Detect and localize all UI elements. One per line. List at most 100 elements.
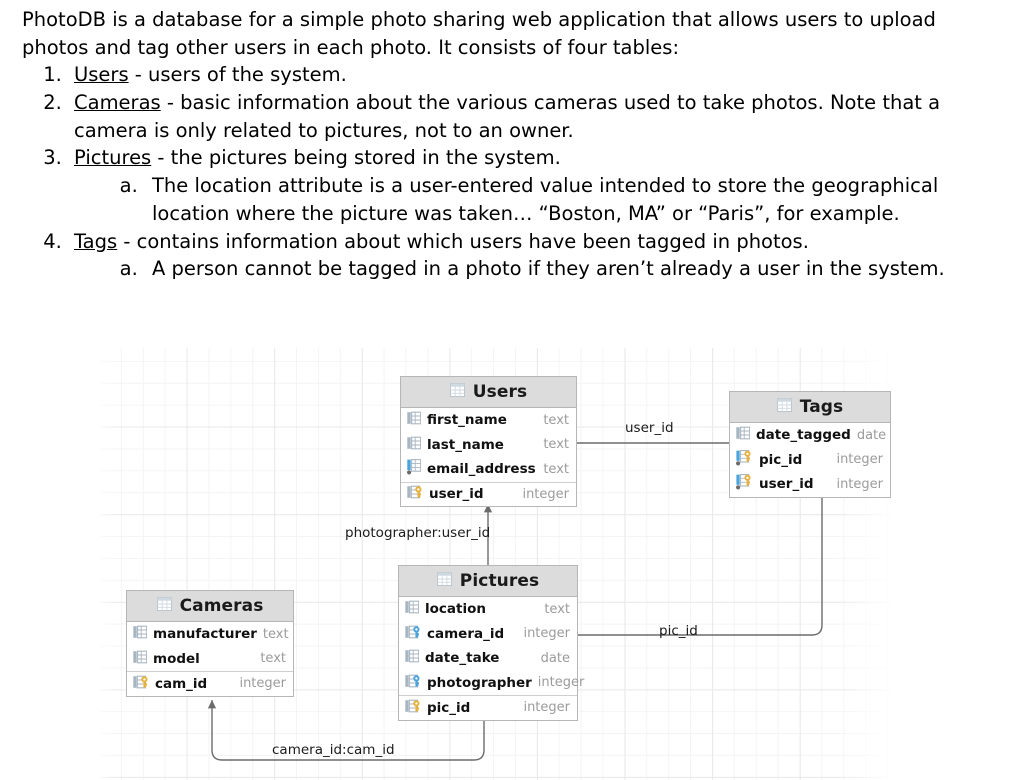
column-icon	[405, 649, 420, 667]
column-type: text	[262, 626, 289, 642]
column-type: integer	[836, 452, 883, 468]
column-name: first_name	[427, 412, 507, 429]
table-icon	[449, 383, 465, 401]
primary-key-icon	[407, 485, 423, 503]
table-list: Users - users of the system. Cameras - b…	[22, 61, 1000, 283]
subitem-location-note: The location attribute is a user-entered…	[144, 172, 1000, 227]
edge-label-pictures-users: photographer:user_id	[345, 525, 491, 541]
column-type: date	[856, 427, 887, 443]
list-item-tags: Tags - contains information about which …	[68, 228, 1000, 283]
column-icon	[133, 650, 148, 668]
column-icon	[133, 625, 148, 643]
er-diagram: user_id photographer:user_id pic_id came…	[78, 348, 916, 780]
sublist-tags: A person cannot be tagged in a photo if …	[74, 255, 1000, 283]
column-icon	[405, 600, 420, 618]
column-row-first_name[interactable]: first_name text	[401, 408, 576, 433]
column-indexed-icon	[407, 459, 422, 479]
column-row-date_take[interactable]: date_take date	[399, 646, 577, 671]
column-type: text	[543, 437, 569, 453]
column-type: date	[540, 650, 570, 666]
list-item-pictures: Pictures - the pictures being stored in …	[68, 144, 1000, 227]
desc-cameras: - basic information about the various ca…	[74, 91, 941, 142]
column-type: integer	[523, 626, 570, 642]
foreign-key-blue-icon	[405, 625, 421, 643]
column-name: date_take	[425, 650, 500, 667]
foreign-key-icon	[736, 449, 753, 470]
column-name: photographer	[427, 674, 532, 691]
column-name: pic_id	[759, 451, 803, 468]
intro-paragraph: PhotoDB is a database for a simple photo…	[22, 8, 936, 59]
edge-label-pictures-cameras: camera_id:cam_id	[272, 742, 395, 758]
edge-label-tags-users: user_id	[625, 420, 674, 436]
column-row-manufacturer[interactable]: manufacturer text	[127, 622, 293, 647]
table-icon	[436, 572, 452, 590]
column-row-model[interactable]: model text	[127, 647, 293, 672]
column-name: cam_id	[155, 675, 208, 692]
subitem-tag-constraint: A person cannot be tagged in a photo if …	[144, 255, 1000, 283]
column-name: model	[153, 650, 200, 667]
desc-pictures: - the pictures being stored in the syste…	[151, 146, 561, 170]
primary-key-icon	[133, 675, 149, 693]
column-type: integer	[522, 486, 569, 502]
column-name: camera_id	[427, 625, 505, 642]
column-row-location[interactable]: location text	[399, 597, 577, 622]
column-row-date_tagged[interactable]: date_tagged date	[730, 423, 890, 448]
column-name: location	[425, 601, 486, 618]
list-item-cameras: Cameras - basic information about the va…	[68, 89, 1000, 144]
column-type: text	[543, 412, 569, 428]
column-icon	[407, 436, 422, 454]
column-name: email_address	[427, 461, 536, 478]
column-name: user_id	[759, 476, 814, 493]
column-type: integer	[836, 476, 883, 492]
column-type: text	[543, 461, 569, 477]
column-row-email_address[interactable]: email_address text	[401, 457, 576, 482]
table-title: Users	[472, 382, 528, 402]
column-icon	[407, 411, 422, 429]
column-row-camera_id[interactable]: camera_id integer	[399, 622, 577, 647]
foreign-key-blue-icon	[405, 674, 421, 692]
table-header-users: Users	[401, 377, 576, 408]
grid-fade-left	[78, 348, 118, 780]
desc-tags: - contains information about which users…	[117, 229, 809, 253]
column-icon	[736, 426, 751, 444]
term-pictures: Pictures	[74, 146, 152, 170]
column-type: text	[260, 651, 286, 667]
table-title: Tags	[799, 397, 844, 417]
column-row-photographer[interactable]: photographer integer	[399, 671, 584, 696]
column-type: integer	[523, 700, 570, 716]
description-block: PhotoDB is a database for a simple photo…	[0, 0, 1024, 283]
column-row-cam_id[interactable]: cam_id integer	[127, 671, 293, 696]
edge-label-tags-pictures: pic_id	[659, 623, 698, 639]
column-type: integer	[537, 675, 585, 691]
table-header-pictures: Pictures	[399, 566, 577, 597]
foreign-key-icon	[736, 474, 753, 494]
column-name: last_name	[427, 436, 504, 453]
column-name: manufacturer	[153, 626, 257, 643]
desc-users: - users of the system.	[128, 63, 347, 87]
column-name: pic_id	[427, 699, 471, 716]
edge-tags-pictures	[479, 454, 823, 640]
term-tags: Tags	[74, 229, 118, 253]
term-cameras: Cameras	[74, 91, 161, 115]
table-icon	[156, 597, 172, 615]
column-name: date_tagged	[756, 427, 851, 444]
column-row-pic_id[interactable]: pic_id integer	[399, 695, 577, 720]
column-row-user_id[interactable]: user_id integer	[730, 472, 890, 497]
table-icon	[776, 398, 792, 416]
table-header-cameras: Cameras	[127, 591, 293, 622]
table-header-tags: Tags	[730, 392, 890, 423]
term-users: Users	[74, 63, 129, 87]
column-type: text	[544, 601, 570, 617]
column-row-pic_id[interactable]: pic_id integer	[730, 448, 890, 473]
list-item-users: Users - users of the system.	[68, 61, 1000, 89]
column-row-last_name[interactable]: last_name text	[401, 433, 576, 458]
primary-key-icon	[405, 699, 421, 717]
column-type: integer	[239, 676, 286, 692]
